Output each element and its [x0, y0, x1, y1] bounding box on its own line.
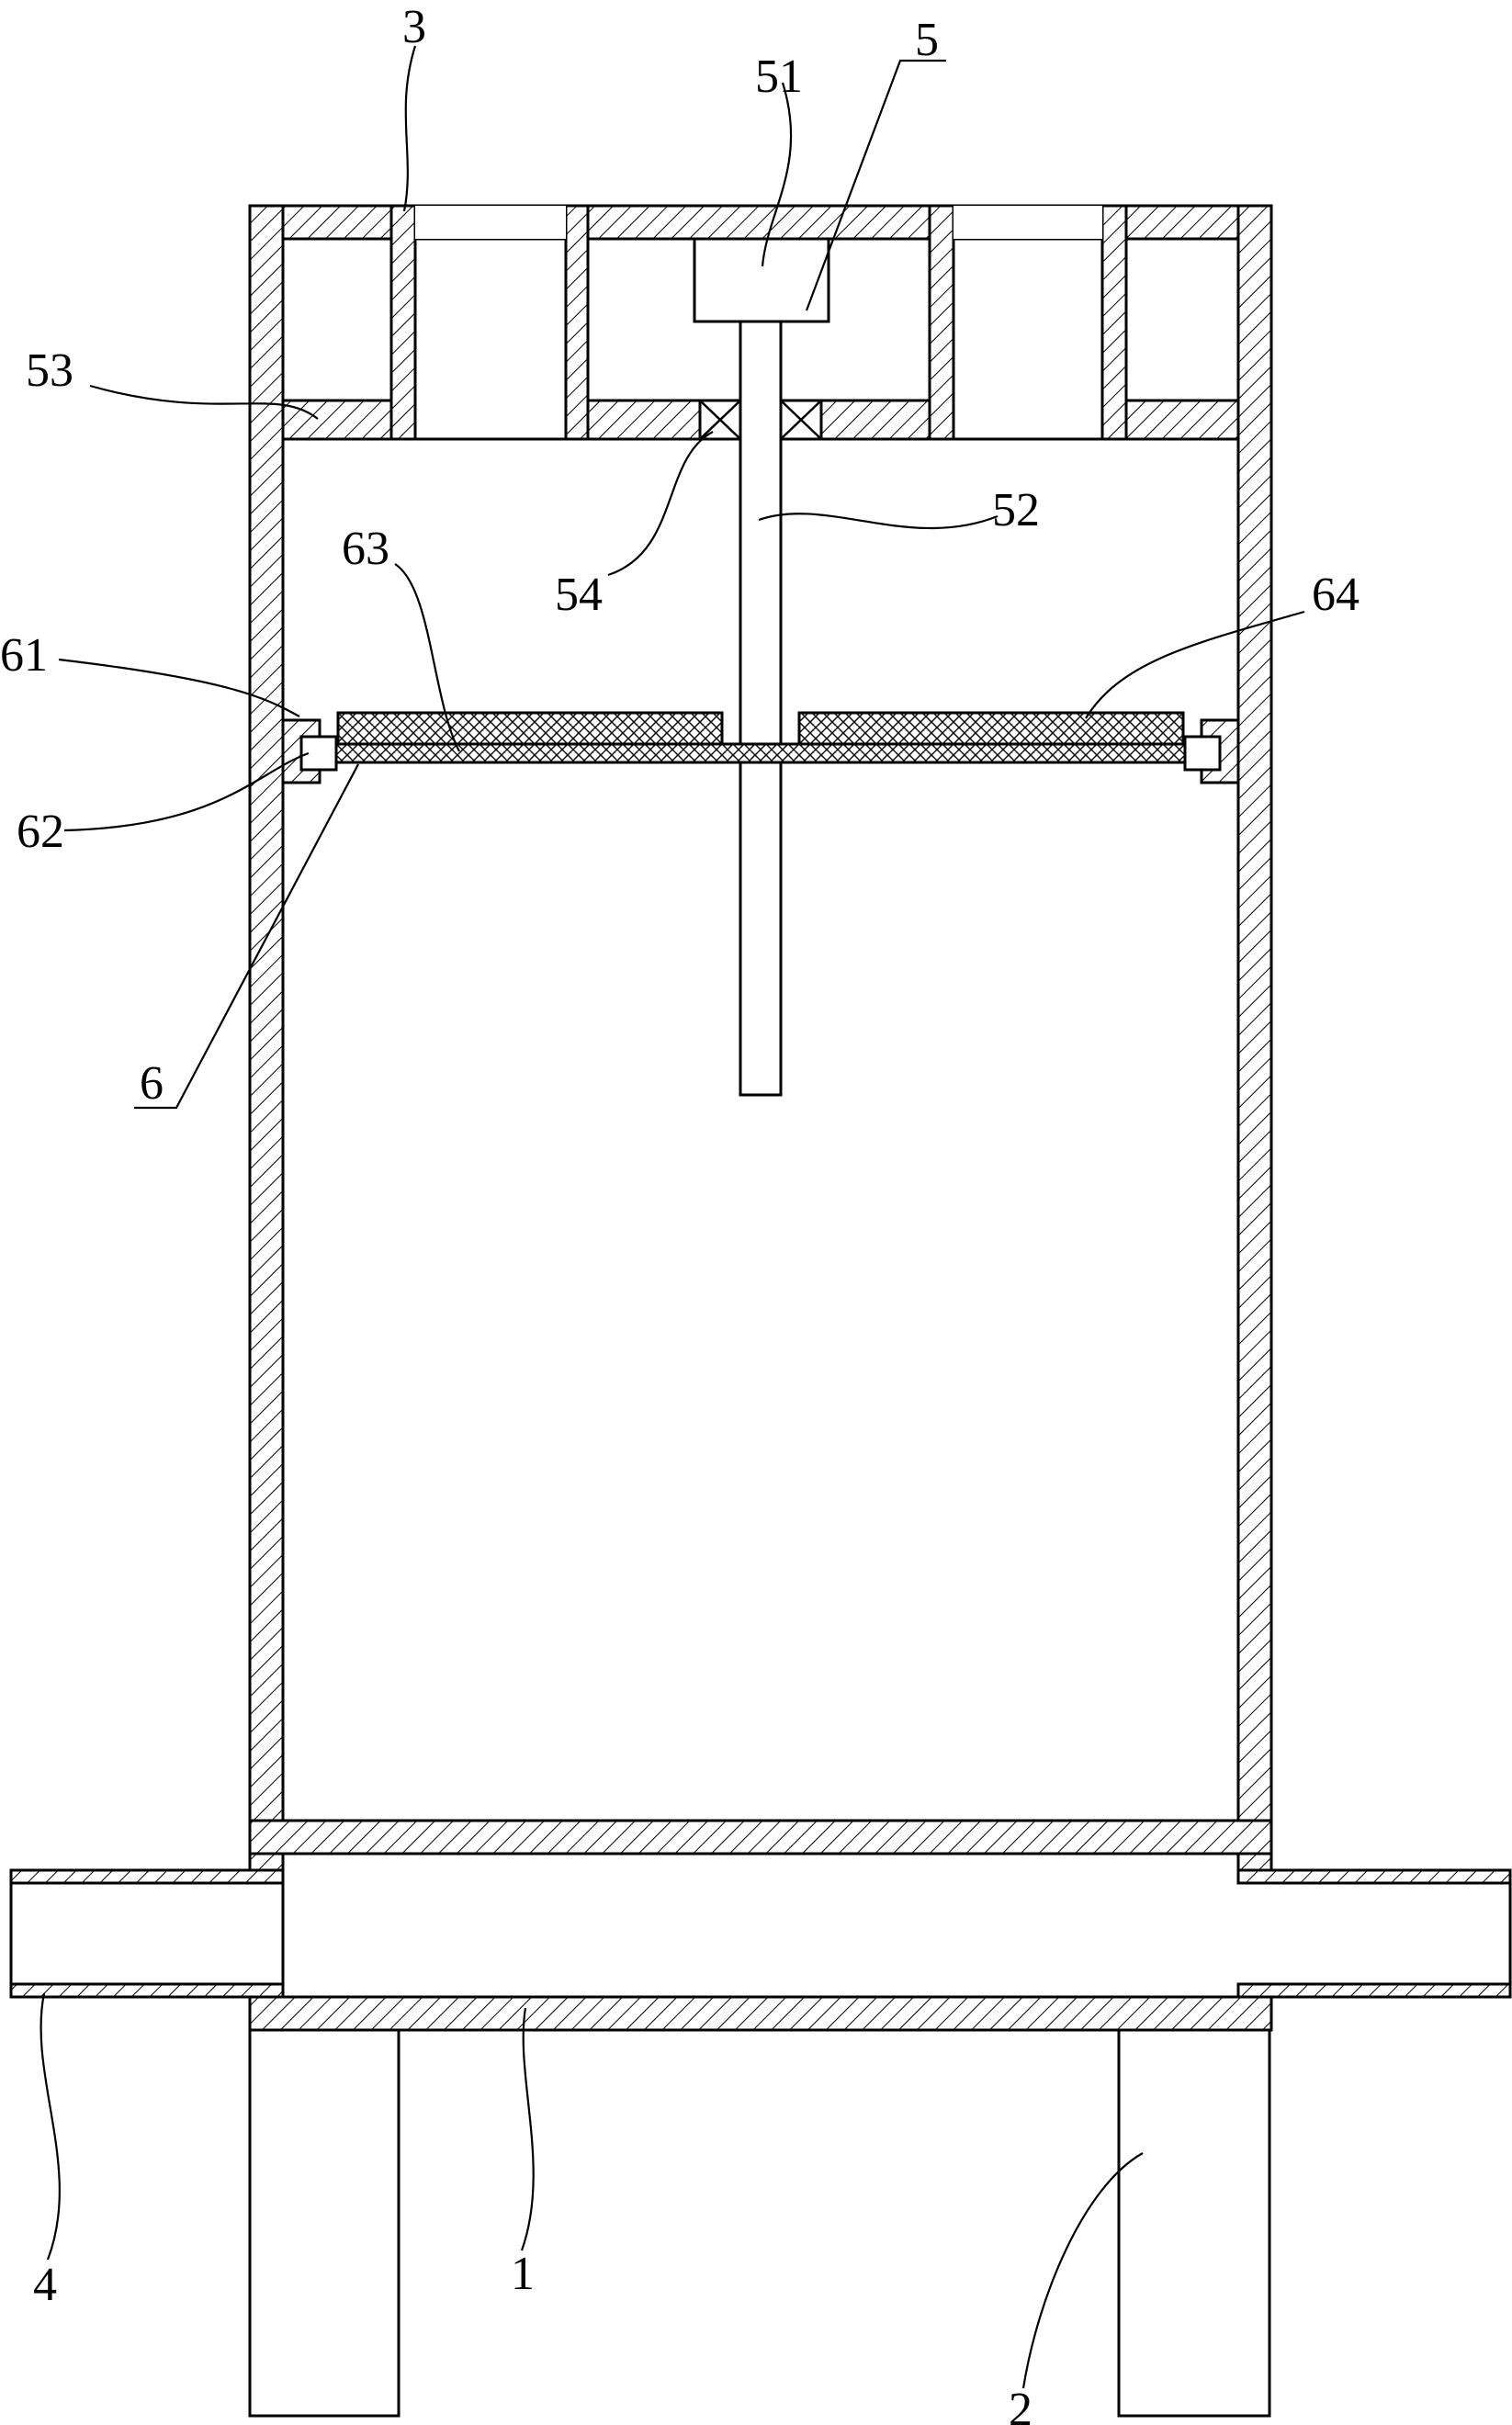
label-1: 1: [511, 2248, 535, 2300]
slider-62-right: [1183, 735, 1222, 772]
motor-assembly: [693, 237, 830, 1097]
leg-2-right: [1117, 2028, 1271, 2418]
leader-63: [394, 563, 460, 752]
leader-4: [39, 1992, 61, 2261]
filter-assembly: [281, 711, 1240, 784]
leader-lines: [39, 45, 1305, 2389]
vent-pipe-left-wall-b: [564, 204, 590, 441]
partition-segment-left: [281, 399, 401, 441]
leg-2-left: [248, 2028, 401, 2418]
vent-pipe-right-wall-b: [1100, 204, 1128, 441]
label-62: 62: [17, 806, 64, 858]
label-64: 64: [1312, 569, 1360, 621]
motor-51: [693, 237, 830, 323]
label-53: 53: [26, 344, 73, 397]
shaft-52: [739, 320, 783, 1097]
housing-bottom-plate: [248, 1819, 1273, 1855]
label-3: 3: [402, 1, 426, 53]
vent-pipe-left-wall-a: [389, 204, 417, 441]
leader-61: [58, 658, 300, 717]
leader-5: [805, 59, 946, 311]
label-54: 54: [555, 569, 603, 621]
leader-53: [89, 384, 319, 420]
vent-pipe-right-opening: [953, 206, 1102, 239]
leader-64: [1085, 610, 1305, 719]
leader-51: [761, 82, 793, 267]
leader-3: [402, 45, 417, 212]
side-pipes: [9, 1868, 1512, 1999]
label-4: 4: [33, 2259, 57, 2311]
pipe-left-top-wall: [9, 1868, 285, 1885]
label-5: 5: [915, 14, 939, 66]
label-2: 2: [1009, 2384, 1032, 2425]
housing-right-wall: [1236, 204, 1273, 1872]
label-52: 52: [992, 484, 1040, 536]
leader-2: [1021, 2152, 1144, 2389]
callout-labels: 3 51 5 53 52 54 63 64 61 62 6 4 1 2: [0, 1, 1360, 2425]
leader-54: [607, 431, 714, 577]
filter-screen-plate: [334, 742, 1187, 764]
filter-pad-64: [797, 711, 1185, 746]
label-61: 61: [0, 629, 48, 682]
pipe-right-top-wall: [1236, 1868, 1512, 1885]
vent-pipe-left-opening: [415, 206, 566, 239]
label-6: 6: [140, 1057, 164, 1110]
housing: [248, 204, 1273, 1872]
filter-pad-63: [336, 711, 724, 746]
label-63: 63: [342, 523, 389, 575]
leader-1: [520, 2007, 535, 2251]
pipe-left-bottom-wall: [9, 1982, 285, 1999]
leader-52: [758, 513, 999, 530]
label-51: 51: [755, 51, 803, 103]
vent-pipes: [389, 204, 1128, 441]
leader-6: [134, 763, 359, 1110]
housing-left-wall: [248, 204, 285, 1872]
base-plate: [248, 1995, 1273, 2032]
leader-62: [63, 751, 310, 832]
vent-pipe-right-wall-a: [928, 204, 955, 441]
base: [248, 1995, 1273, 2418]
pipe-right-bottom-wall: [1236, 1982, 1512, 1999]
partition-segment-right: [1124, 399, 1240, 441]
